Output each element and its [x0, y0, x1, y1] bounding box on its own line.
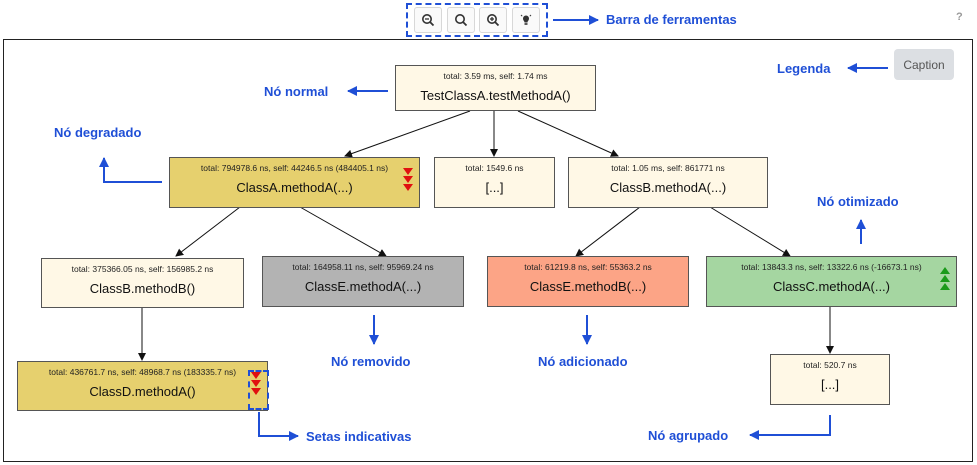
ann-arrow-grouped — [749, 415, 831, 440]
node-meta: total: 13843.3 ns, self: 13322.6 ns (-16… — [741, 262, 922, 272]
edge-classA-classEA — [299, 206, 387, 257]
node-meta: total: 1549.6 ns — [465, 163, 524, 173]
arrow-down-icon — [403, 168, 413, 175]
toolbar — [406, 3, 548, 37]
annotation-optimized: Nó otimizado — [817, 194, 899, 209]
caption-button[interactable]: Caption — [894, 49, 954, 80]
node-classA[interactable]: total: 794978.6 ns, self: 44246.5 ns (48… — [169, 157, 420, 208]
node-classDA[interactable]: total: 436761.7 ns, self: 48968.7 ns (18… — [17, 361, 268, 411]
node-title: ClassB.methodA(...) — [609, 180, 727, 195]
annotation-added: Nó adicionado — [538, 354, 628, 369]
zoom-out-icon — [422, 14, 435, 27]
arrow-up-icon — [940, 275, 950, 282]
annotation-normal: Nó normal — [264, 84, 329, 99]
node-meta: total: 164958.11 ns, self: 95969.24 ns — [292, 262, 434, 272]
node-meta: total: 794978.6 ns, self: 44246.5 ns (48… — [200, 163, 389, 173]
node-classCA[interactable]: total: 13843.3 ns, self: 13322.6 ns (-16… — [706, 256, 957, 307]
arrow-down-icon — [251, 372, 261, 379]
node-title: [...] — [485, 180, 504, 195]
bulb-button[interactable] — [511, 7, 540, 33]
arrows-highlight-box — [248, 370, 269, 410]
node-title: [...] — [820, 377, 840, 392]
arrow-up-icon — [940, 267, 950, 274]
node-meta: total: 61219.8 ns, self: 55363.2 ns — [524, 262, 652, 272]
arrow-down-icon — [251, 380, 261, 387]
annotation-grouped: Nó agrupado — [648, 428, 729, 443]
node-classEA[interactable]: total: 164958.11 ns, self: 95969.24 ns C… — [262, 256, 464, 307]
zoom-reset-icon — [454, 14, 467, 27]
node-classBB[interactable]: total: 375366.05 ns, self: 156985.2 ns C… — [41, 258, 244, 308]
edge-root-classA — [344, 110, 471, 158]
edge-classBA-classEB — [575, 206, 641, 257]
bulb-icon — [520, 14, 532, 25]
node-group2[interactable]: total: 520.7 ns [...] — [770, 354, 890, 405]
arrow-down-icon — [403, 184, 413, 191]
zoom-in-button[interactable] — [479, 7, 508, 33]
node-classEB[interactable]: total: 61219.8 ns, self: 55363.2 ns Clas… — [487, 256, 689, 307]
ann-arrow-arrows — [258, 412, 299, 441]
edge-classA-classBB — [175, 206, 241, 257]
arrow-down-icon — [403, 176, 413, 183]
degradation-arrows — [251, 372, 261, 395]
zoom-in-icon — [487, 14, 500, 27]
annotation-toolbar: Barra de ferramentas — [606, 12, 737, 27]
node-meta: total: 520.7 ns — [803, 360, 857, 370]
annotation-arrows: Setas indicativas — [306, 429, 412, 444]
help-icon[interactable]: ? — [956, 11, 963, 23]
node-title: ClassE.methodB(...) — [529, 279, 647, 294]
zoom-reset-button[interactable] — [446, 7, 475, 33]
node-group1[interactable]: total: 1549.6 ns [...] — [434, 157, 555, 208]
node-title: ClassC.methodA(...) — [772, 279, 891, 294]
degradation-arrows — [403, 168, 413, 191]
node-title: ClassE.methodA(...) — [304, 279, 422, 294]
node-title: ClassB.methodB() — [89, 281, 196, 296]
node-meta: total: 436761.7 ns, self: 48968.7 ns (18… — [48, 367, 237, 377]
arrow-up-icon — [940, 283, 950, 290]
optimization-arrows — [940, 267, 950, 290]
node-meta: total: 1.05 ms, self: 861771 ns — [611, 163, 725, 173]
node-classBA[interactable]: total: 1.05 ms, self: 861771 ns ClassB.m… — [568, 157, 768, 208]
diagram-canvas — [3, 39, 973, 462]
arrow-down-icon — [251, 388, 261, 395]
annotation-legend: Legenda — [777, 61, 831, 76]
node-title: TestClassA.testMethodA() — [420, 88, 571, 103]
annotation-removed: Nó removido — [331, 354, 411, 369]
zoom-out-button[interactable] — [414, 7, 443, 33]
node-meta: total: 375366.05 ns, self: 156985.2 ns — [71, 264, 214, 274]
node-root[interactable]: total: 3.59 ms, self: 1.74 ms TestClassA… — [395, 65, 596, 111]
annotation-degraded: Nó degradado — [54, 125, 142, 140]
ann-arrow-degraded — [99, 157, 162, 183]
edge-classBA-classCA — [709, 206, 791, 257]
node-title: ClassD.methodA() — [89, 384, 196, 399]
node-meta: total: 3.59 ms, self: 1.74 ms — [443, 71, 548, 81]
edge-root-classBA — [517, 110, 619, 157]
node-title: ClassA.methodA(...) — [236, 180, 353, 195]
